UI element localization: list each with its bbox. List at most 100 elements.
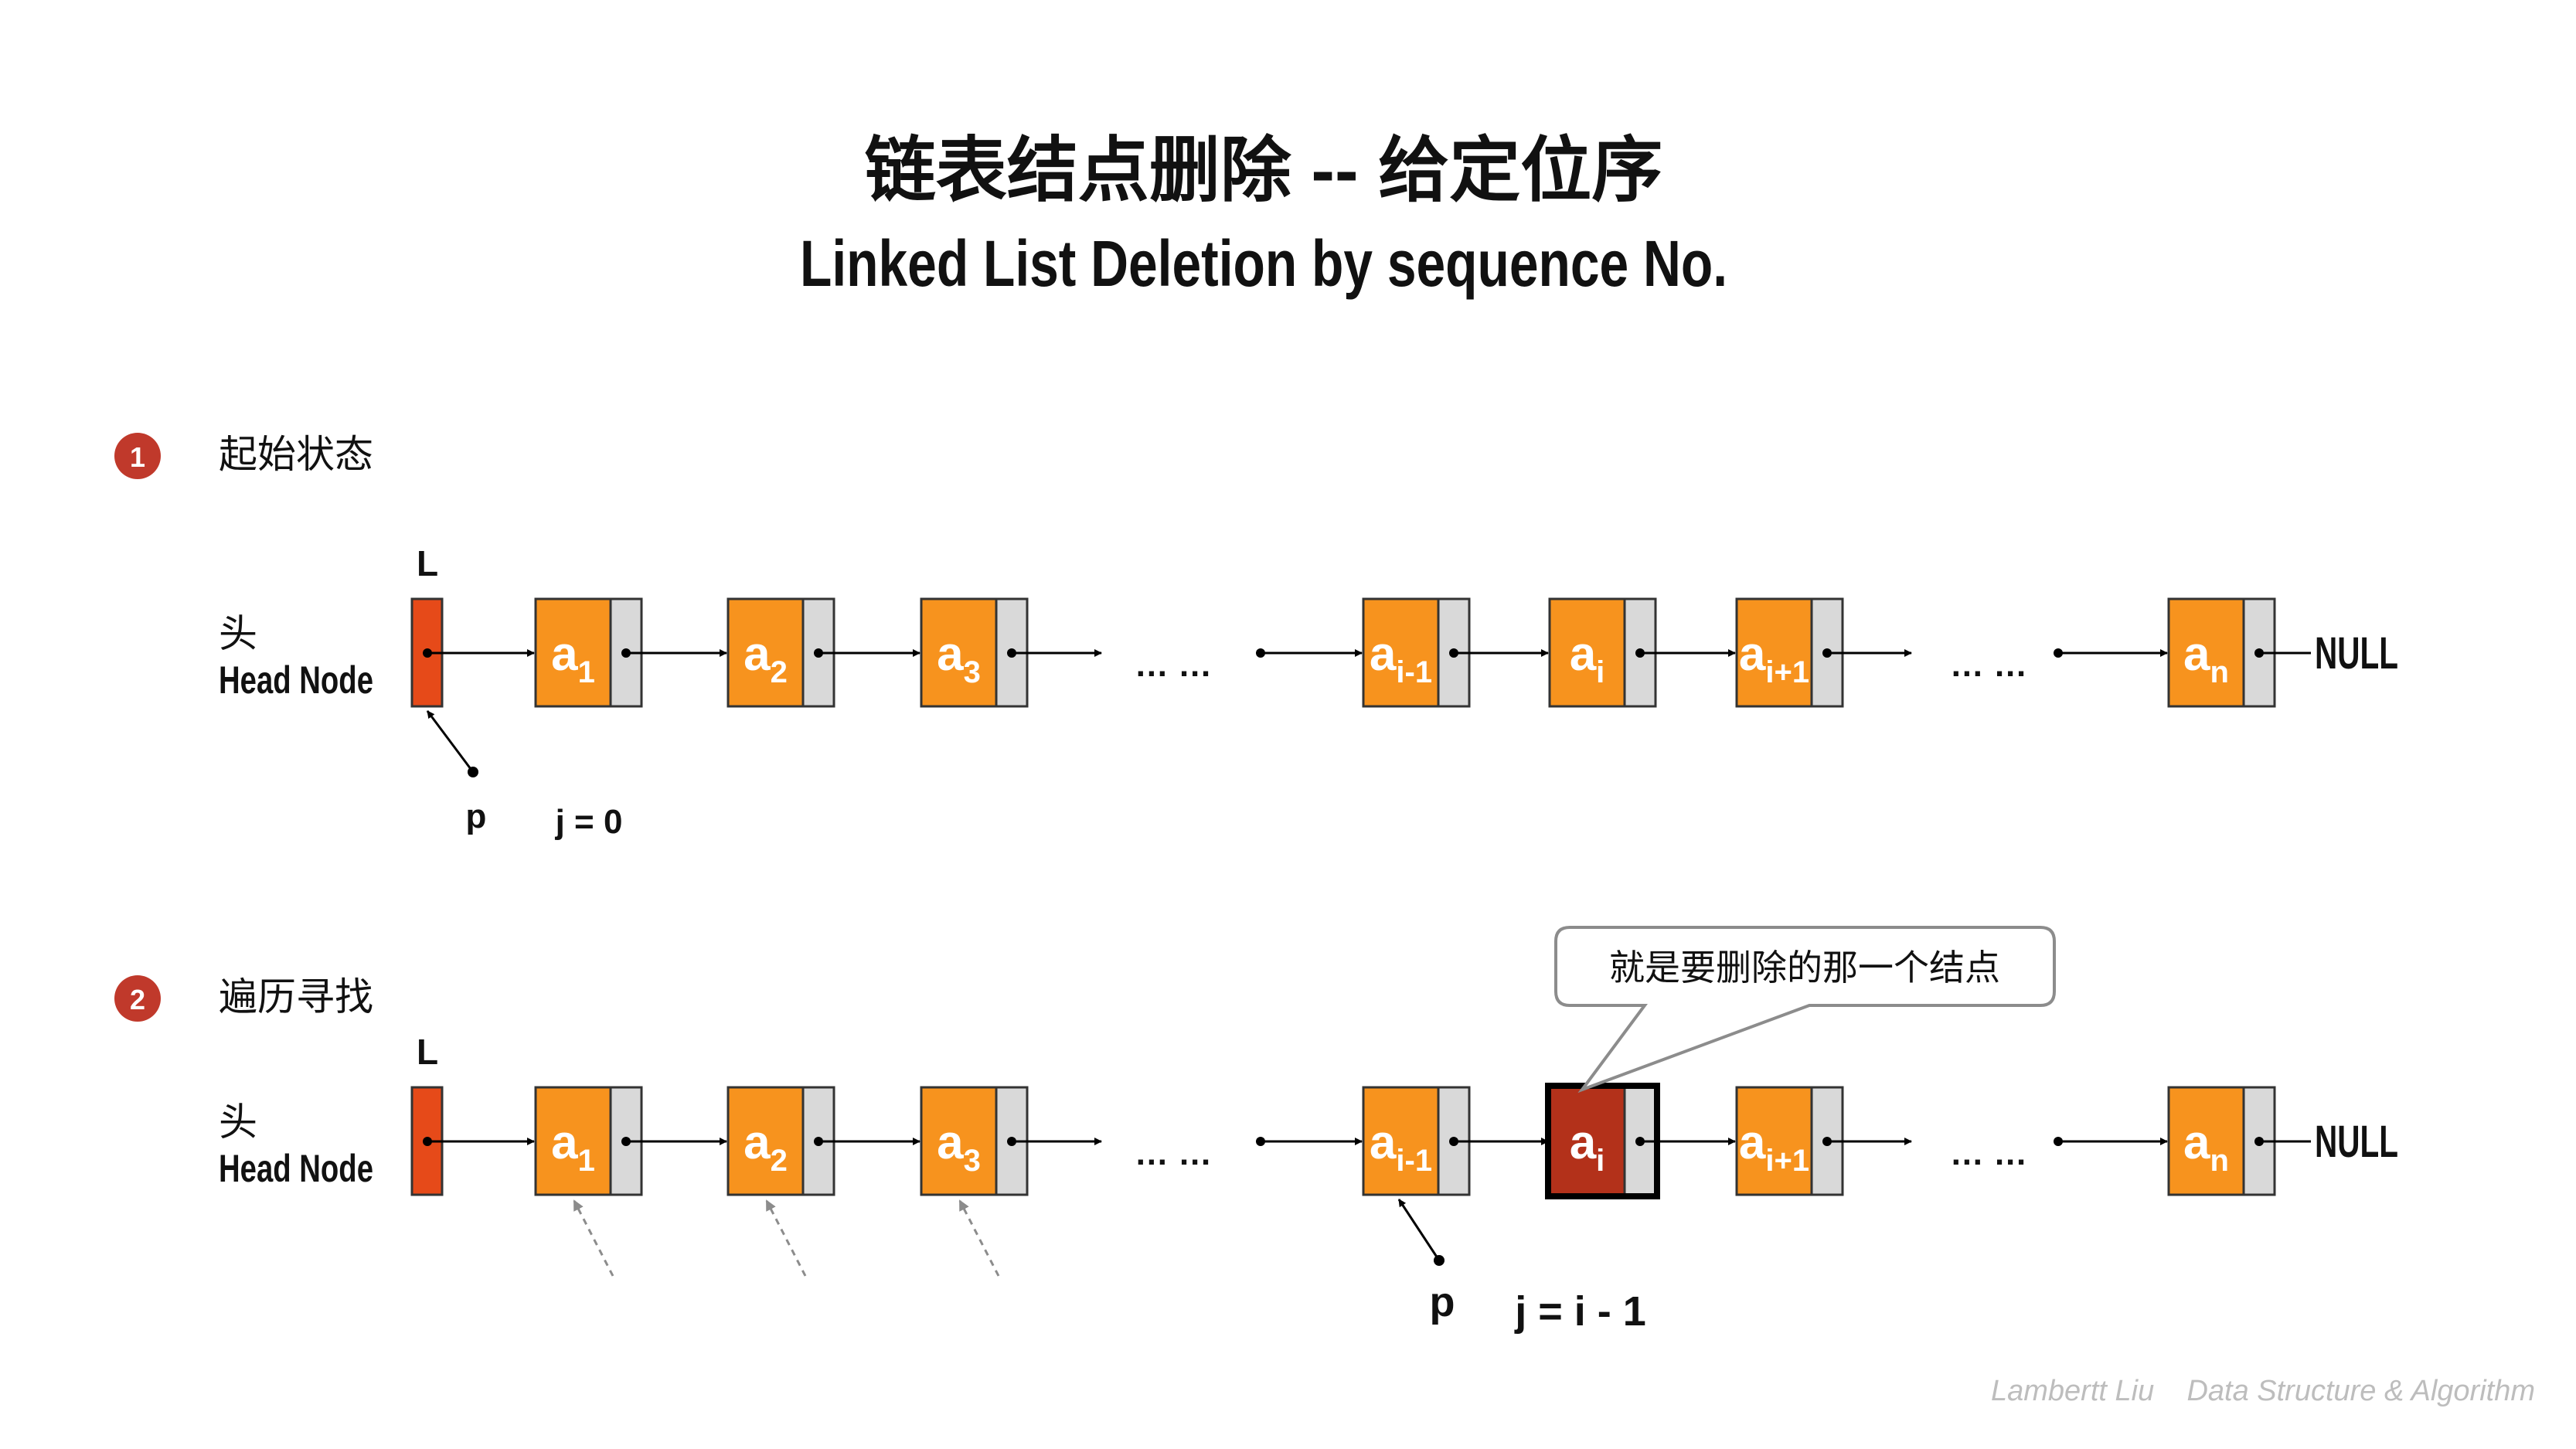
traversal-hint-arrow bbox=[573, 1199, 614, 1277]
node-label-sub: i-1 bbox=[1396, 655, 1432, 689]
node-label: an bbox=[2183, 1116, 2229, 1178]
counter-j-label: j = 0 bbox=[555, 803, 623, 841]
node-label-base: a bbox=[1570, 628, 1597, 681]
node-label-sub: i bbox=[1596, 1144, 1604, 1178]
step-badge-2 bbox=[114, 975, 161, 1022]
ellipsis: … … bbox=[1950, 646, 2027, 684]
node-label: ai+1 bbox=[1739, 1116, 1809, 1178]
list-node-an: an bbox=[2167, 1086, 2276, 1196]
list-node-a1: a1 bbox=[534, 597, 643, 708]
list-node-ai: ai bbox=[1548, 597, 1657, 708]
node-data-cell bbox=[2167, 597, 2245, 708]
node-label-base: a bbox=[937, 628, 964, 681]
list-label: L bbox=[417, 543, 438, 583]
node-label-base: a bbox=[1739, 628, 1766, 681]
ellipsis: … … bbox=[1135, 646, 1212, 684]
pointer-p-arrow bbox=[426, 710, 475, 773]
node-data-cell bbox=[1548, 597, 1626, 708]
list-node-ai-1: ai-1 bbox=[1362, 1086, 1471, 1196]
ellipsis: … … bbox=[1950, 1134, 2027, 1172]
pointer-p-label: p bbox=[466, 798, 487, 835]
node-label-sub: n bbox=[2210, 655, 2229, 689]
callout: 就是要删除的那一个结点 bbox=[1554, 926, 2056, 1094]
list-node-ai+1: ai+1 bbox=[1735, 1086, 1844, 1196]
head-label-en: Head Node bbox=[219, 1147, 373, 1190]
node-label: a2 bbox=[744, 1116, 788, 1178]
node-data-cell bbox=[920, 597, 998, 708]
node-data-cell bbox=[920, 1086, 998, 1196]
head-label-zh: 头 bbox=[219, 1100, 257, 1144]
list-node-ai+1: ai+1 bbox=[1735, 597, 1844, 708]
node-label: a3 bbox=[937, 628, 981, 689]
node-data-cell bbox=[1362, 597, 1440, 708]
node-label-sub: 3 bbox=[964, 655, 981, 689]
step-badge-1 bbox=[114, 433, 161, 479]
node-label-base: a bbox=[1739, 1116, 1766, 1169]
node-label-sub: 1 bbox=[578, 655, 595, 689]
node-label: an bbox=[2183, 628, 2229, 689]
node-label: ai bbox=[1570, 1116, 1605, 1178]
node-label: ai-1 bbox=[1370, 1116, 1432, 1178]
pointer-p-arrow bbox=[1397, 1199, 1441, 1261]
list-node-ai-1: ai-1 bbox=[1362, 597, 1471, 708]
node-label-sub: i+1 bbox=[1765, 1144, 1809, 1178]
node-label: a1 bbox=[551, 628, 595, 689]
node-label-base: a bbox=[1370, 1116, 1397, 1169]
node-label-sub: 1 bbox=[578, 1144, 595, 1178]
node-label-base: a bbox=[744, 1116, 771, 1169]
list-node-a1: a1 bbox=[534, 1086, 643, 1196]
node-data-cell bbox=[1735, 1086, 1813, 1196]
node-label-sub: i-1 bbox=[1396, 1144, 1432, 1178]
head-label-zh: 头 bbox=[219, 612, 257, 655]
node-label-base: a bbox=[2183, 628, 2210, 681]
node-pointer-cell bbox=[995, 1086, 1029, 1196]
title-zh: 链表结点删除 -- 给定位序 bbox=[865, 131, 1662, 210]
section-2-header: 2 遍历寻找 bbox=[114, 975, 373, 1022]
node-label-sub: 2 bbox=[771, 655, 788, 689]
node-label: a2 bbox=[744, 628, 788, 689]
counter-j-label: j = i - 1 bbox=[1514, 1288, 1646, 1335]
traversal-hint-arrow bbox=[765, 1199, 807, 1277]
null-label: NULL bbox=[2315, 628, 2398, 679]
node-label: ai+1 bbox=[1739, 628, 1809, 689]
list-label: L bbox=[417, 1032, 438, 1072]
node-label-sub: 3 bbox=[964, 1144, 981, 1178]
list-node-ai: ai bbox=[1545, 1083, 1660, 1199]
node-label-base: a bbox=[1570, 1116, 1597, 1169]
section-1-header: 1 起始状态 bbox=[114, 433, 373, 479]
list-node-a3: a3 bbox=[920, 1086, 1029, 1196]
node-label: ai bbox=[1570, 628, 1605, 689]
traversal-hint-arrow bbox=[958, 1199, 1000, 1277]
node-data-cell bbox=[2167, 1086, 2245, 1196]
node-label-sub: i+1 bbox=[1765, 655, 1809, 689]
node-label-sub: 2 bbox=[771, 1144, 788, 1178]
title-en: Linked List Deletion by sequence No. bbox=[800, 227, 1727, 300]
node-label-sub: n bbox=[2210, 1144, 2229, 1178]
section-2-label: 遍历寻找 bbox=[219, 975, 373, 1019]
ellipsis: … … bbox=[1135, 1134, 1212, 1172]
null-label: NULL bbox=[2315, 1117, 2398, 1167]
section-1-label: 起始状态 bbox=[219, 433, 373, 476]
callout-bubble bbox=[1554, 926, 2056, 1094]
step-number-1: 1 bbox=[130, 441, 145, 473]
list-node-a3: a3 bbox=[920, 597, 1029, 708]
list-node-a2: a2 bbox=[727, 1086, 835, 1196]
pointer-p-label: p bbox=[1430, 1279, 1455, 1325]
node-label-base: a bbox=[2183, 1116, 2210, 1169]
node-label-base: a bbox=[1370, 628, 1397, 681]
head-label-en: Head Node bbox=[219, 658, 373, 702]
footer-credit: Lambertt Liu Data Structure & Algorithm bbox=[1991, 1375, 2535, 1407]
node-label-sub: i bbox=[1596, 655, 1604, 689]
list-node-an: an bbox=[2167, 597, 2276, 708]
step-number-2: 2 bbox=[130, 984, 145, 1015]
node-label-base: a bbox=[551, 1116, 578, 1169]
node-label: a3 bbox=[937, 1116, 981, 1178]
node-label-base: a bbox=[937, 1116, 964, 1169]
list-node-a2: a2 bbox=[727, 597, 835, 708]
node-label-base: a bbox=[744, 628, 771, 681]
callout-text: 就是要删除的那一个结点 bbox=[1609, 947, 2000, 988]
node-label: a1 bbox=[551, 1116, 595, 1178]
